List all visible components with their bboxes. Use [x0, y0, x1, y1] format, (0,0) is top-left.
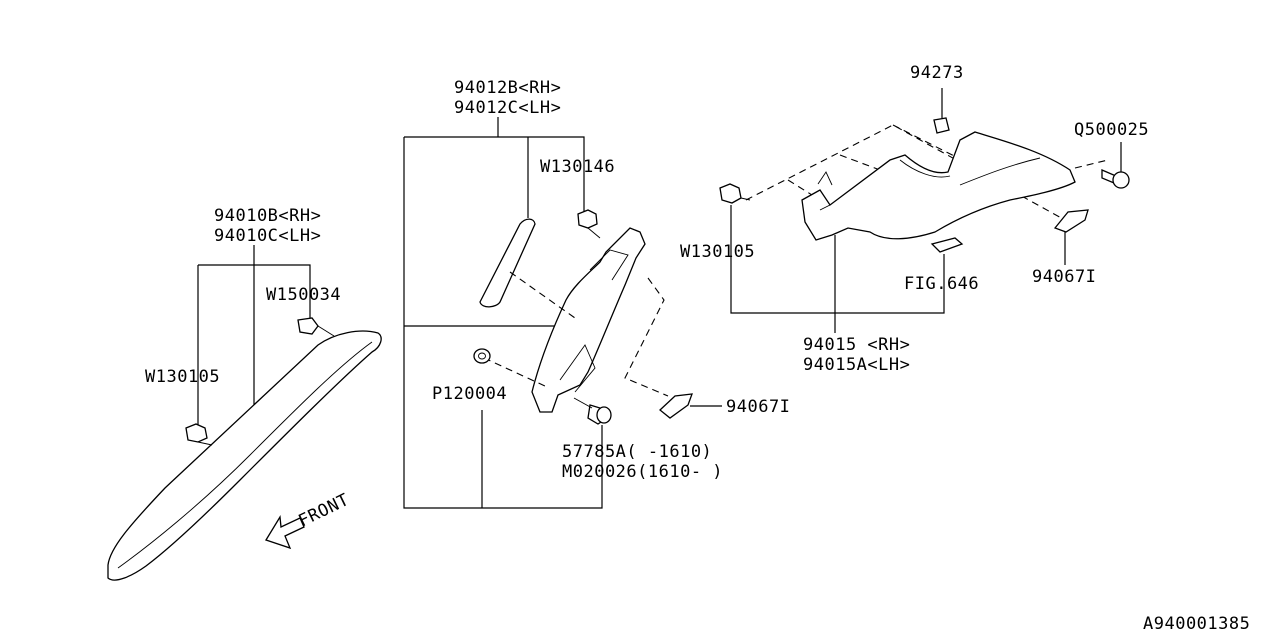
trim-inner-edge — [117, 341, 373, 569]
label-w150034: W150034 — [266, 285, 341, 305]
label-w130105-right: W130105 — [680, 242, 755, 262]
clip-p120004 — [473, 348, 491, 364]
screw-57785a — [573, 397, 612, 425]
label-q500025: Q500025 — [1074, 120, 1149, 140]
pillar-detail — [559, 249, 629, 393]
label-94273: 94273 — [910, 63, 964, 83]
label-94012b: 94012B<RH> — [454, 78, 561, 98]
label-94015a: 94015A<LH> — [803, 355, 910, 375]
clip-94273 — [933, 117, 950, 134]
clip-94067i-mid — [659, 393, 722, 419]
front-arrow-group: FRONT — [265, 490, 352, 550]
roof-trim-detail — [817, 157, 1041, 211]
center-pillar-group: 94012B<RH> 94012C<LH> W130146 P120004 57… — [403, 78, 790, 509]
leader-94010 — [197, 245, 311, 428]
label-p120004: P120004 — [432, 384, 507, 404]
leader-94015 — [730, 88, 1122, 333]
front-pillar-trim-group: 94010B<RH> 94010C<LH> W150034 W130105 — [107, 206, 382, 581]
clip-w150034 — [297, 317, 335, 337]
assembly-lines-mid — [483, 271, 669, 397]
front-arrow-icon — [265, 515, 305, 550]
label-94010c: 94010C<LH> — [214, 226, 321, 246]
screw-q500025 — [1101, 169, 1130, 189]
roof-trim-group: 94273 Q500025 W130105 FIG.646 94067I 940… — [680, 63, 1149, 375]
clip-w130105-left — [185, 423, 213, 446]
clip-94067i-right — [1053, 209, 1089, 233]
label-w130105-left: W130105 — [145, 367, 220, 387]
leader-94012 — [403, 117, 603, 509]
label-w130146: W130146 — [540, 157, 615, 177]
label-94067i-right: 94067I — [1032, 267, 1096, 287]
label-front: FRONT — [295, 490, 352, 532]
label-57785a: 57785A( -1610) — [562, 442, 712, 462]
label-94015: 94015 <RH> — [803, 335, 910, 355]
label-94012c: 94012C<LH> — [454, 98, 561, 118]
label-94010b: 94010B<RH> — [214, 206, 321, 226]
fig646-part — [930, 237, 964, 253]
clip-w130146 — [577, 209, 601, 239]
clip-w130105-right — [719, 183, 751, 204]
label-94067i-mid: 94067I — [726, 397, 790, 417]
label-fig646: FIG.646 — [904, 274, 979, 294]
assembly-lines-right — [745, 124, 1109, 221]
diagram-id: A940001385 — [1143, 614, 1250, 634]
label-m020026: M020026(1610- ) — [562, 462, 723, 482]
rear-quarter-trim — [801, 131, 1076, 241]
pillar-upper-garnish — [479, 218, 536, 308]
